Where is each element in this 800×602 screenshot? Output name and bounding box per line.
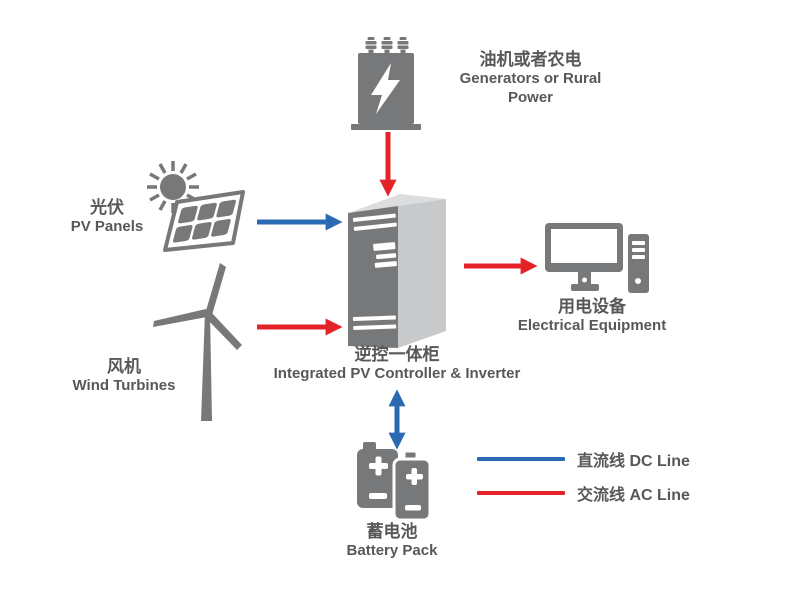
cabinet-front-face bbox=[348, 206, 398, 348]
transformer-icon bbox=[351, 37, 421, 130]
dc-line-swatch bbox=[477, 457, 565, 461]
battery-label: 蓄电池 Battery Pack bbox=[302, 521, 482, 561]
battery-cell-left bbox=[357, 442, 398, 508]
battery-icon bbox=[357, 442, 432, 522]
turbine-tower bbox=[201, 312, 212, 421]
turbine-blade-down bbox=[206, 312, 242, 350]
pv-label: 光伏 PV Panels bbox=[37, 197, 177, 237]
turbine-blade-left bbox=[153, 309, 207, 327]
battery-cell-right bbox=[392, 449, 432, 522]
transformer-base bbox=[351, 124, 421, 130]
inverter-label-zh: 逆控一体柜 bbox=[354, 345, 440, 364]
legend-row-ac: 交流线 AC Line bbox=[477, 482, 690, 504]
inverter-label: 逆控一体柜 Integrated PV Controller & Inverte… bbox=[245, 344, 549, 384]
monitor-base bbox=[571, 284, 599, 291]
equipment-label: 用电设备 Electrical Equipment bbox=[482, 296, 702, 336]
ac-line-swatch bbox=[477, 491, 565, 495]
wind-label-zh: 风机 bbox=[107, 357, 141, 376]
transformer-bushings bbox=[365, 37, 409, 55]
computer-icon bbox=[545, 223, 649, 293]
sun-icon bbox=[147, 161, 199, 213]
pv-label-zh: 光伏 bbox=[90, 198, 124, 217]
cabinet-side-face bbox=[398, 199, 446, 348]
wind-label-en: Wind Turbines bbox=[72, 377, 176, 395]
legend-row-dc: 直流线 DC Line bbox=[477, 448, 690, 470]
pv-label-en: PV Panels bbox=[70, 218, 144, 236]
cabinet-top-face bbox=[348, 194, 446, 213]
wind-label: 风机 Wind Turbines bbox=[34, 356, 214, 396]
generators-label-en: Generators or Rural Power bbox=[459, 70, 602, 106]
wind-turbine-icon bbox=[153, 263, 242, 421]
solar-panel-icon bbox=[147, 161, 245, 252]
lightning-bolt-icon bbox=[371, 63, 400, 114]
generators-label-zh: 油机或者农电 bbox=[479, 50, 582, 69]
cabinet-vents bbox=[352, 213, 397, 330]
inverter-label-en: Integrated PV Controller & Inverter bbox=[273, 365, 521, 383]
dc-line-label: 直流线 DC Line bbox=[577, 453, 690, 470]
equipment-label-zh: 用电设备 bbox=[558, 297, 626, 316]
battery-label-en: Battery Pack bbox=[346, 542, 438, 560]
equipment-label-en: Electrical Equipment bbox=[517, 317, 667, 335]
generators-label: 油机或者农电 Generators or Rural Power bbox=[443, 49, 618, 108]
inverter-cabinet-icon bbox=[348, 194, 446, 348]
battery-label-zh: 蓄电池 bbox=[366, 522, 418, 541]
monitor-screen bbox=[551, 229, 617, 263]
turbine-blade-up bbox=[205, 263, 226, 315]
ac-line-label: 交流线 AC Line bbox=[577, 487, 690, 504]
panel-cells bbox=[172, 199, 237, 243]
